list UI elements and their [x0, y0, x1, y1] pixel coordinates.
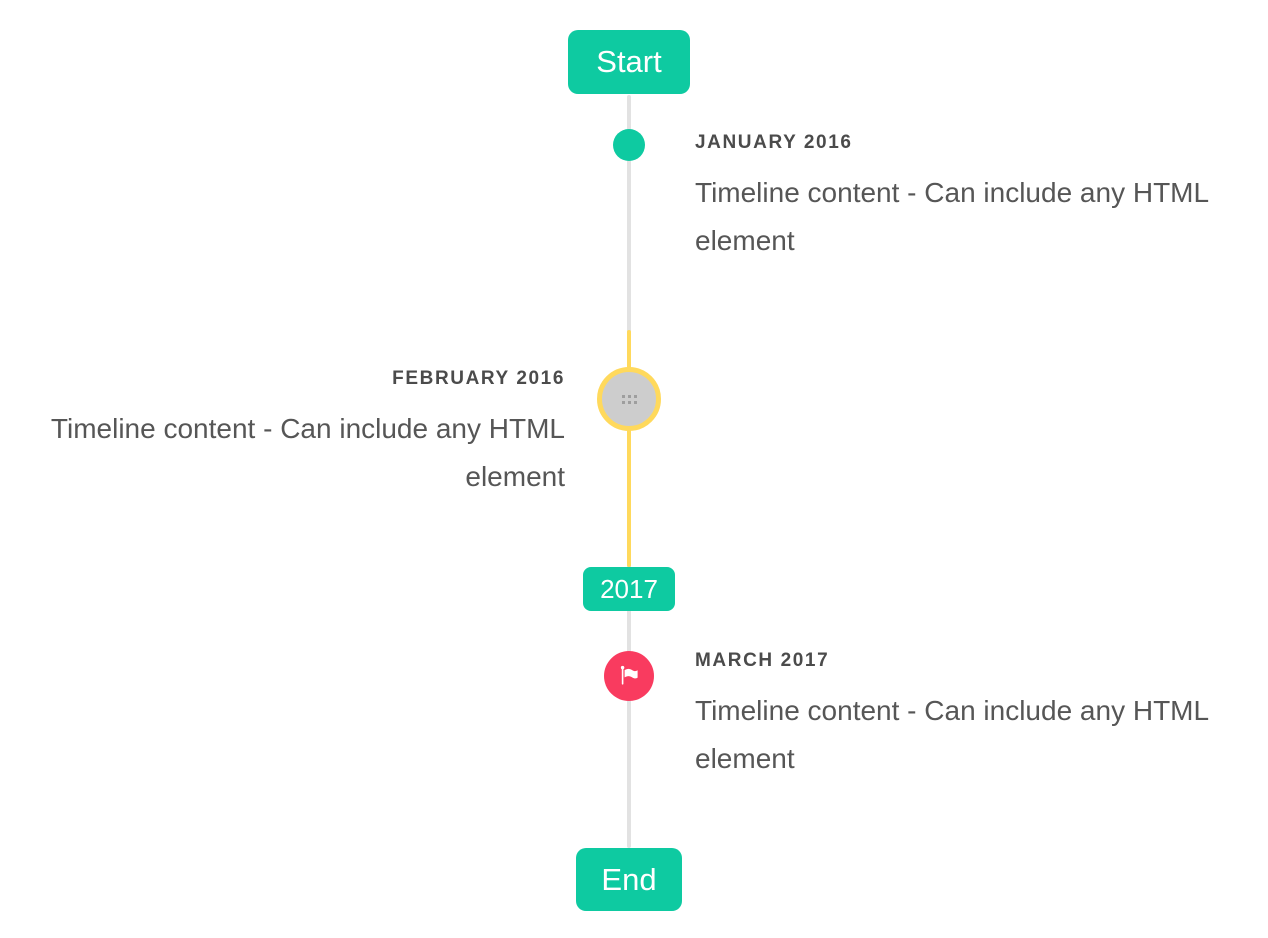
timeline-dot-marker — [613, 129, 645, 161]
timeline-item-march-2017: MARCH 2017 Timeline content - Can includ… — [695, 648, 1225, 783]
timeline-item-february-2016: FEBRUARY 2016 Timeline content - Can inc… — [35, 366, 565, 501]
end-badge: End — [576, 848, 682, 911]
year-badge: 2017 — [583, 567, 675, 611]
timeline-item-january-2016: JANUARY 2016 Timeline content - Can incl… — [695, 130, 1225, 265]
start-badge: Start — [568, 30, 690, 94]
flag-icon — [620, 665, 638, 685]
item-content: Timeline content - Can include any HTML … — [695, 695, 1209, 774]
item-title: MARCH 2017 — [695, 650, 830, 671]
item-title: JANUARY 2016 — [695, 132, 853, 153]
flag-marker — [604, 651, 654, 701]
item-title: FEBRUARY 2016 — [392, 368, 565, 389]
grip-dots-icon — [621, 394, 625, 398]
timeline-line-active-segment — [627, 330, 631, 567]
item-content: Timeline content - Can include any HTML … — [695, 177, 1209, 256]
drag-handle-marker[interactable] — [597, 367, 661, 431]
item-content: Timeline content - Can include any HTML … — [50, 413, 565, 492]
